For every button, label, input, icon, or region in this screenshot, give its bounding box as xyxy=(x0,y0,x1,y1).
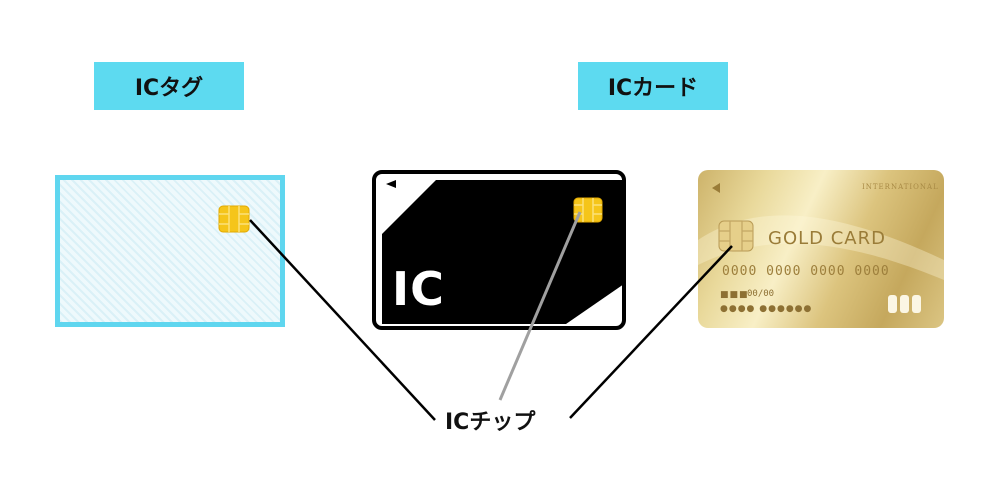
gold-card-dots-line2: ●●●● ●●●●●● xyxy=(720,304,813,314)
ic-card-chip-icon xyxy=(573,197,603,223)
ic-tag-chip-icon xyxy=(218,205,250,233)
ic-tag-illustration xyxy=(55,175,285,327)
ic-tag-heading: ICタグ xyxy=(94,62,244,110)
gold-card-number: 0000 0000 0000 0000 xyxy=(722,264,890,279)
gold-card-decor xyxy=(698,183,944,313)
callout-line-tag xyxy=(249,219,436,421)
gold-card-chip-icon xyxy=(718,220,754,252)
gold-card-title: GOLD CARD xyxy=(768,228,886,249)
callout-line-gold-card xyxy=(569,245,733,419)
gold-card-dots-line1: ■■■ xyxy=(720,290,749,300)
ic-card-black-shape xyxy=(382,180,622,324)
ic-card-black xyxy=(372,170,626,330)
ic-chip-label: ICチップ xyxy=(445,410,536,435)
gold-card-brand: INTERNATIONAL xyxy=(862,183,939,191)
callout-line-ic-card xyxy=(498,211,582,401)
ic-card-label: IC xyxy=(392,262,445,316)
ic-card-heading: ICカード xyxy=(578,62,728,110)
gold-card-date: 00/00 xyxy=(747,289,775,299)
